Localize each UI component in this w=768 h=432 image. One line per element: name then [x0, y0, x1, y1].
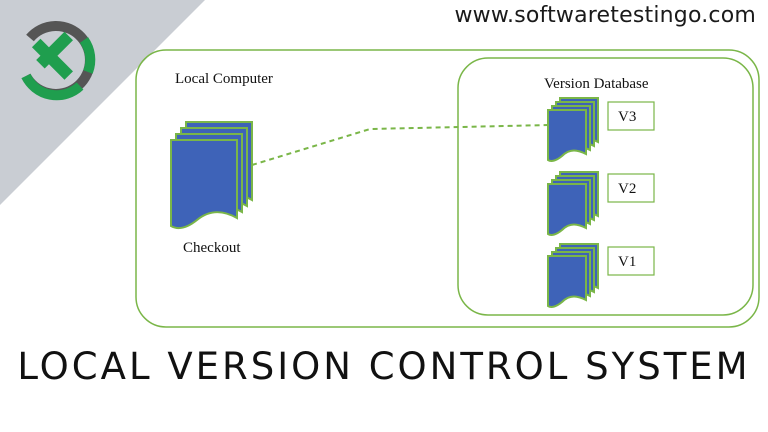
site-url: www.softwaretestingo.com — [454, 3, 756, 28]
version-database-box — [457, 57, 754, 316]
softwaretestingo-logo — [21, 20, 96, 101]
version-v3-box — [607, 101, 655, 131]
version-v2-label: V2 — [618, 181, 636, 197]
version-database-label: Version Database — [544, 76, 649, 92]
page-title: LOCAL VERSION CONTROL SYSTEM — [17, 345, 751, 388]
checkout-connector-line — [251, 124, 551, 166]
version-v3-document-stack-icon — [547, 97, 599, 162]
local-computer-box — [135, 49, 760, 328]
checkout-document-stack-icon — [170, 121, 253, 229]
version-v3-label: V3 — [618, 109, 636, 125]
local-computer-label: Local Computer — [175, 71, 273, 87]
version-v2-document-stack-icon — [547, 171, 599, 236]
checkout-label: Checkout — [183, 240, 241, 256]
version-v2-box — [607, 173, 655, 203]
version-v1-box — [607, 246, 655, 276]
version-v1-document-stack-icon — [547, 243, 599, 308]
version-v1-label: V1 — [618, 254, 636, 270]
